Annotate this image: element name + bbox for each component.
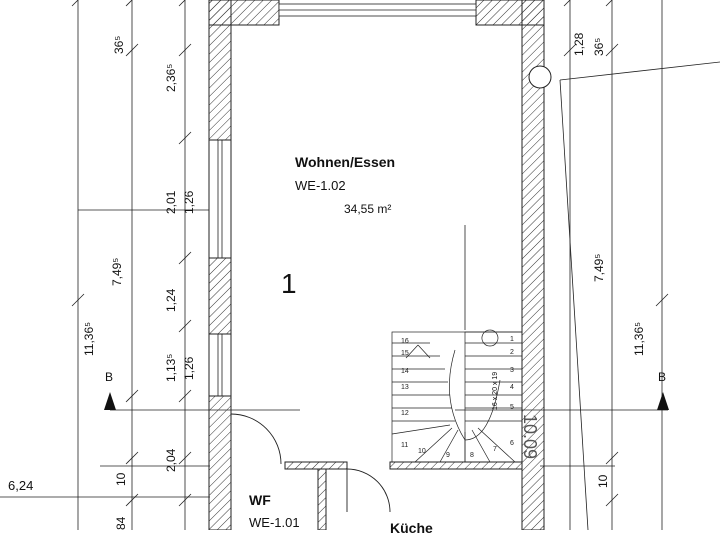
room-name-kueche: Küche xyxy=(390,520,433,536)
stair-number: 5 xyxy=(510,404,514,411)
dim-left-mid-1: 7,49⁵ xyxy=(110,257,124,286)
stair-number: 16 xyxy=(401,338,409,345)
walls xyxy=(208,0,545,530)
stair-number: 6 xyxy=(510,440,514,447)
stair-note: 16 x 20 x 19 xyxy=(492,371,499,410)
room-id-wohnen: WE-1.02 xyxy=(295,178,346,193)
stair-number: 9 xyxy=(446,452,450,459)
dim-right-inner-3: 7,49⁵ xyxy=(592,253,606,282)
dim-left-mid-4: 84 xyxy=(114,516,128,530)
stair-number: 7 xyxy=(493,446,497,453)
stair-number: 13 xyxy=(401,384,409,391)
dim-right-inner-4: 10 xyxy=(596,474,610,488)
dim-left-mid-2: 2,04 xyxy=(164,448,178,472)
level-left: 6,24 xyxy=(8,478,34,493)
column-circle xyxy=(528,65,552,89)
center-label: 10.09 xyxy=(520,414,540,460)
dim-left-inner-3: 2,01 xyxy=(164,190,178,214)
dim-left-inner-6: 1,13⁵ xyxy=(164,353,178,382)
room-number: 1 xyxy=(281,268,297,299)
dim-left-inner-7: 1,26 xyxy=(182,356,196,380)
doors xyxy=(230,413,391,513)
stair-number: 4 xyxy=(510,384,514,391)
dim-right-inner-2: 36⁵ xyxy=(592,37,606,56)
room-area-wohnen: 34,55 m² xyxy=(344,202,392,216)
stair-number: 1 xyxy=(510,336,514,343)
staircase xyxy=(391,329,523,463)
dim-right-inner-1: 1,28 xyxy=(572,32,586,56)
section-mark-left: B xyxy=(105,370,114,384)
room-name-wohnen: Wohnen/Essen xyxy=(295,154,396,170)
stair-number: 14 xyxy=(401,368,409,375)
section-mark-right: B xyxy=(658,370,667,384)
section-arrow-left xyxy=(104,392,116,410)
dim-left-inner-1: 36⁵ xyxy=(112,35,126,54)
dim-left-inner-2: 2,36⁵ xyxy=(164,63,178,92)
stair-number: 8 xyxy=(470,452,474,459)
dim-left-inner-4: 1,26 xyxy=(182,190,196,214)
stair-number: 2 xyxy=(510,349,514,356)
stair-number: 3 xyxy=(510,367,514,374)
room-name-wf: WF xyxy=(249,492,271,508)
section-arrow-right xyxy=(657,392,669,410)
dim-left-outer: 11,36⁵ xyxy=(82,321,96,356)
room-id-wf: WE-1.01 xyxy=(249,515,300,530)
stair-number: 12 xyxy=(401,410,409,417)
stair-number: 10 xyxy=(418,448,426,455)
dim-left-inner-5: 1,24 xyxy=(164,288,178,312)
dim-left-mid-3: 10 xyxy=(114,472,128,486)
stair-number: 15 xyxy=(401,350,409,357)
stair-number: 11 xyxy=(401,442,409,449)
dim-right-outer: 11,36⁵ xyxy=(632,321,646,356)
